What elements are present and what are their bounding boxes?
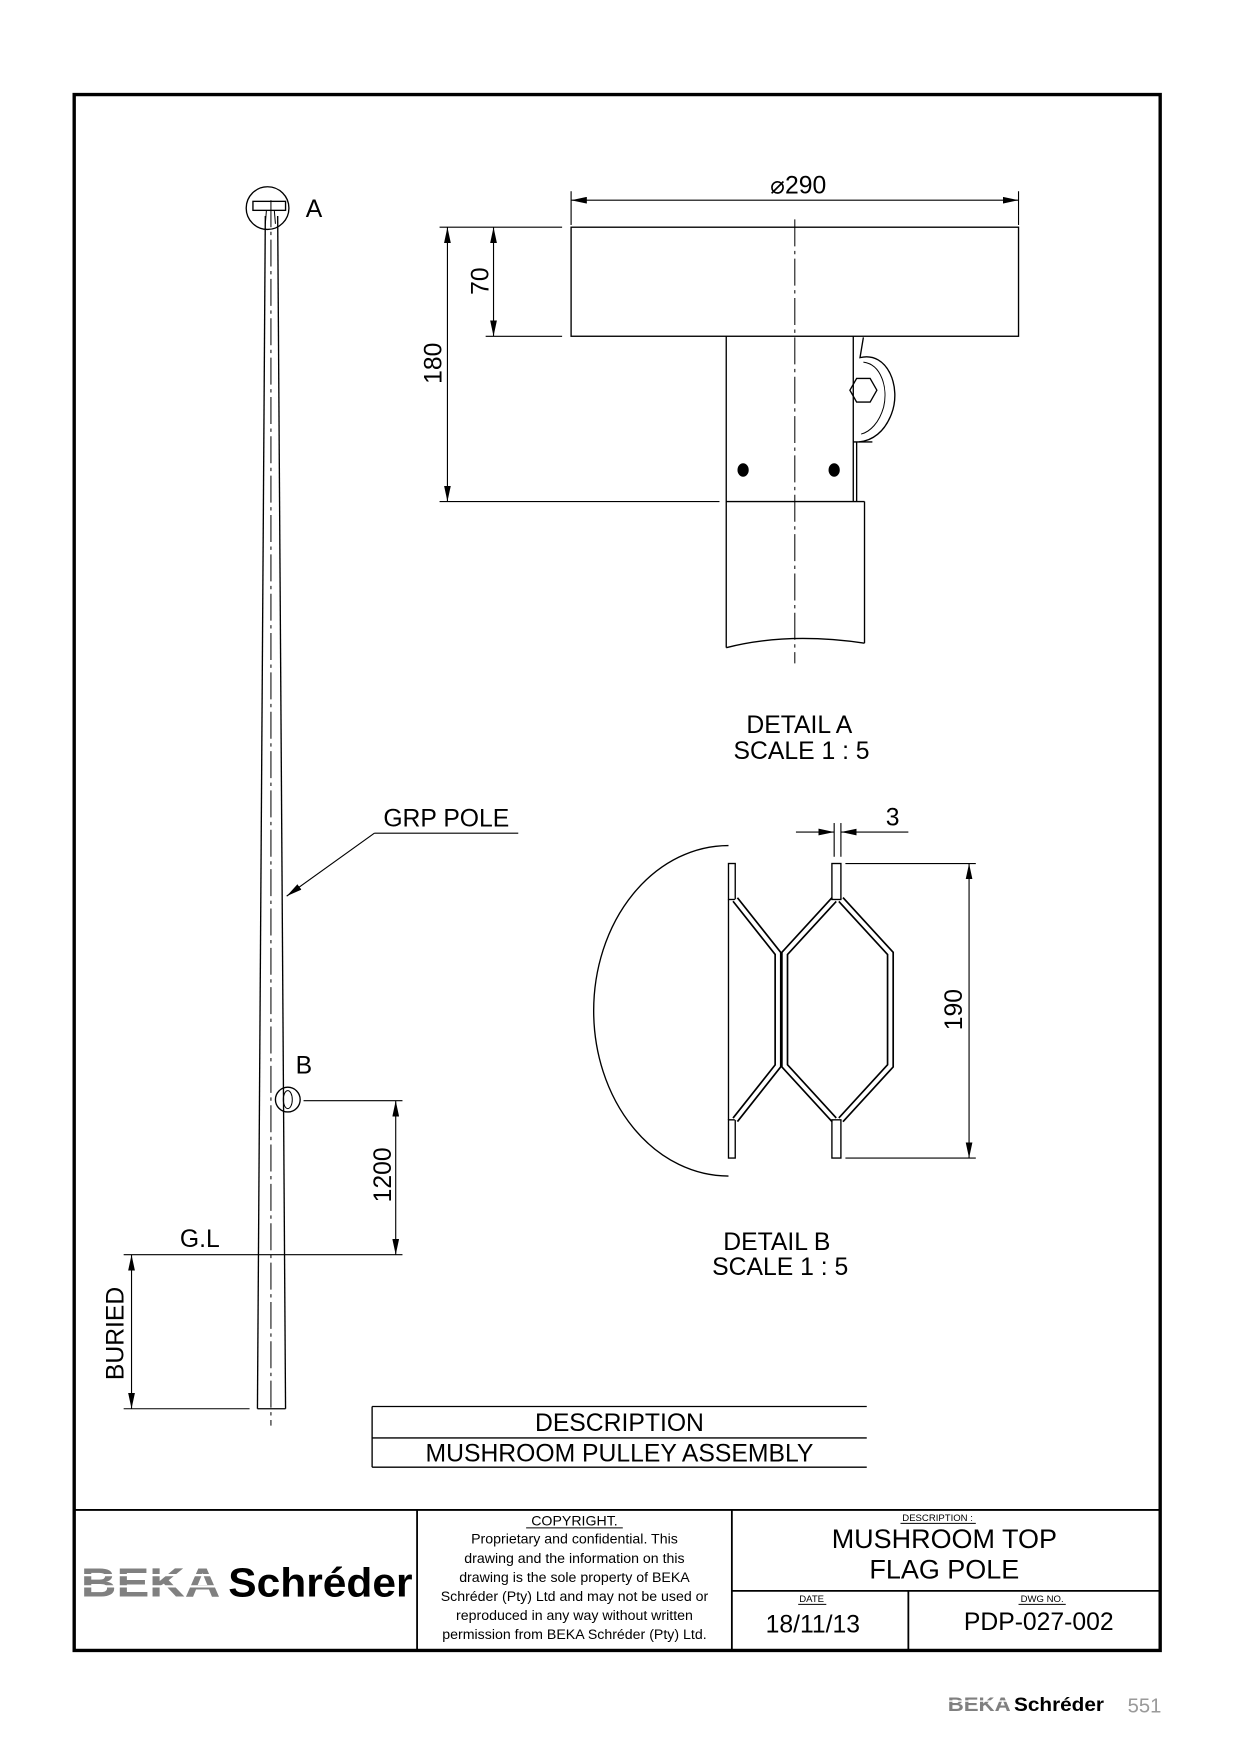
- date-label: DATE: [799, 1594, 824, 1605]
- description-table-header: DESCRIPTION: [535, 1410, 704, 1437]
- copyright-line: Proprietary and confidential. This: [471, 1532, 678, 1548]
- detail-a-marker-cap: [252, 200, 287, 212]
- dome-flange-bottom: [727, 1119, 736, 1159]
- latch-base: [853, 441, 873, 502]
- detail-b: 3 190 DETAIL B SCALE 1 : 5: [592, 804, 976, 1281]
- pulley-profile: [732, 897, 895, 1123]
- description-table: DESCRIPTION MUSHROOM PULLEY ASSEMBLY: [371, 1405, 867, 1468]
- detail-a-marker-label: A: [306, 196, 323, 223]
- copyright-line: drawing and the information on this: [464, 1551, 684, 1567]
- drawing-title-line-2: FLAG POLE: [869, 1555, 1019, 1585]
- stem-hole-left: [737, 463, 749, 477]
- detail-b-marker-circle: [274, 1086, 301, 1113]
- grp-pole-leader: [286, 832, 375, 897]
- footer-logo-schreder: Schréder: [1014, 1695, 1105, 1716]
- copyright-heading: COPYRIGHT.: [531, 1514, 618, 1530]
- detail-b-title: DETAIL B: [723, 1229, 830, 1256]
- dim-70-label: 70: [468, 267, 495, 295]
- ground-level-label: G.L: [180, 1226, 220, 1253]
- logo-brand-schreder: Schréder: [228, 1559, 413, 1605]
- dim-190-label: 190: [941, 989, 968, 1030]
- date-value: 18/11/13: [766, 1611, 860, 1638]
- dim-1200-label: 1200: [370, 1147, 397, 1202]
- detail-b-marker-pulley: [282, 1090, 293, 1110]
- grp-pole-label: GRP POLE: [383, 805, 509, 832]
- copyright-line: drawing is the sole property of BEKA: [459, 1570, 690, 1586]
- detail-a-title: DETAIL A: [746, 712, 852, 739]
- mushroom-dome: [592, 844, 729, 1177]
- drawing-number-value: PDP-027-002: [964, 1609, 1114, 1636]
- beka-schreder-logo: BEKA Schréder: [80, 1559, 413, 1605]
- title-block: BEKA Schréder COPYRIGHT. Proprietary and…: [74, 1509, 1161, 1651]
- page-number: 551: [1128, 1695, 1162, 1717]
- pole-right-edge: [277, 215, 287, 1409]
- sheet-border: [72, 92, 1162, 1653]
- latch-bracket: [858, 337, 896, 443]
- page-footer: BEKA Schréder 551: [948, 1695, 1162, 1717]
- copyright-line: Schréder (Pty) Ltd and may not be used o…: [441, 1589, 709, 1605]
- dome-flange-top: [727, 862, 736, 901]
- dim-180-label: 180: [420, 343, 447, 384]
- detail-a-scale: SCALE 1 : 5: [734, 738, 870, 765]
- description-label: DESCRIPTION :: [902, 1513, 973, 1524]
- copyright-line: reproduced in any way without written: [456, 1608, 693, 1624]
- description-table-item: MUSHROOM PULLEY ASSEMBLY: [426, 1441, 814, 1468]
- copyright-line: permission from BEKA Schréder (Pty) Ltd.: [442, 1627, 706, 1643]
- hex-nut: [849, 377, 878, 403]
- detail-a-marker-circle: [245, 186, 290, 231]
- detail-a: ⌀290 70 180 DETAIL A SCALE 1 : 5: [420, 172, 1020, 765]
- buried-label: BURIED: [102, 1287, 129, 1380]
- pole-left-edge: [256, 215, 266, 1409]
- pulley-stub-bottom: [831, 1119, 842, 1159]
- stem-hole-right: [828, 463, 840, 477]
- drawing-title-line-1: MUSHROOM TOP: [832, 1524, 1057, 1554]
- dim-3-label: 3: [886, 804, 900, 831]
- drawing-number-label: DWG NO.: [1021, 1594, 1064, 1605]
- footer-logo-beka: BEKA: [948, 1695, 1011, 1716]
- detail-b-marker-label: B: [296, 1053, 313, 1080]
- pulley-stub-top: [831, 862, 842, 901]
- detail-a-marker-stem-left: [264, 210, 267, 224]
- sleeve-bottom: [726, 637, 865, 649]
- dim-290-label: ⌀290: [770, 172, 826, 199]
- detail-b-scale: SCALE 1 : 5: [712, 1254, 848, 1281]
- latch-inner: [861, 361, 886, 435]
- pole-elevation: A B GRP POLE 1200 G.L BURIED: [102, 186, 519, 1426]
- logo-brand-beka: BEKA: [81, 1559, 220, 1605]
- detail-a-marker-stem-right: [273, 210, 276, 224]
